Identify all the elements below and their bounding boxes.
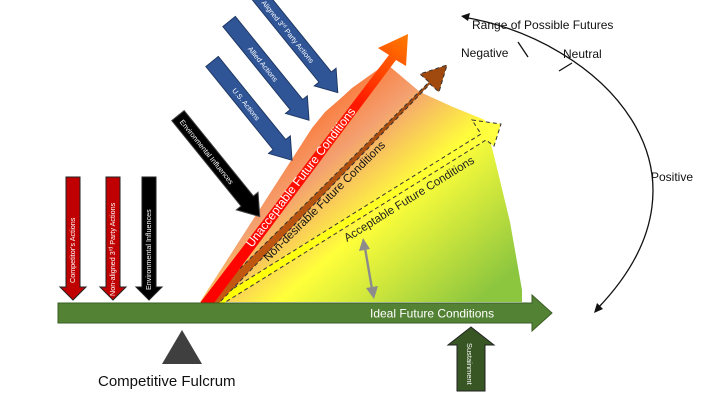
nonaligned-party-label: Non-aligned 3rd Party Actions [108,202,117,296]
range-tick-negative [517,41,529,58]
competitor-actions-arrow: Competitor's Actions [58,176,88,301]
sustainment-label: Sustainment [465,343,474,386]
range-tick-neutral [558,62,573,72]
acceptable-band [208,119,502,304]
range-positive-label: Positive [651,170,693,184]
environmental-diagonal-label: Environmental Influences [178,118,236,187]
ideal-future-label: Ideal Future Conditions [370,307,494,321]
aligned-party-label: Aligned 3rd Party Actions [260,0,317,65]
environmental-down-arrow: Environmental Influences [134,176,164,301]
range-neutral-label: Neutral [563,47,602,61]
competitor-actions-label: Competitor's Actions [68,217,77,283]
fulcrum-triangle [162,330,202,364]
range-negative-label: Negative [461,46,509,60]
sustainment-arrow: Sustainment [446,326,496,392]
environmental-down-label: Environmental Influences [144,209,153,290]
nonaligned-party-arrow: Non-aligned 3rd Party Actions [98,176,128,301]
range-title: Range of Possible Futures [472,18,613,32]
fulcrum-label: Competitive Fulcrum [98,373,236,390]
allied-actions-arrow: Allied Actions [222,15,310,121]
nondesirable-band [203,64,448,304]
ideal-future-arrow [57,293,553,333]
gap-double-arrow [359,238,378,299]
range-arc-head-top [461,13,470,21]
unacceptable-band [200,34,408,303]
range-arc [462,16,654,309]
outcome-fan [200,65,522,302]
range-arc-head-bottom [594,303,603,313]
